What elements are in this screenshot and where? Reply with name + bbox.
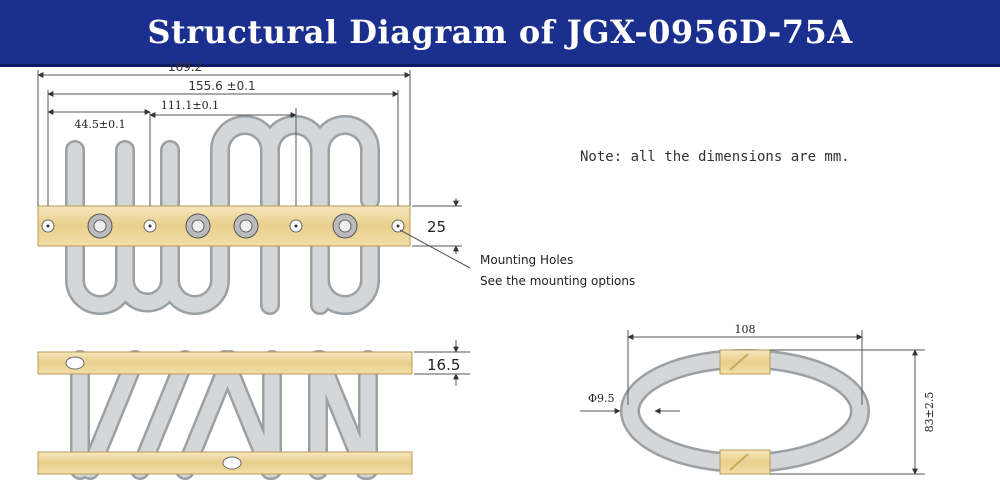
top-mounting-bars	[37, 351, 413, 475]
end-view-clamps	[719, 349, 771, 475]
end-height-label: 83±2.5	[923, 392, 936, 433]
front-mounting-bar	[37, 205, 411, 247]
callout-mounting-holes: Mounting Holes	[480, 253, 573, 267]
top-bar-height-label: 16.5	[427, 356, 460, 374]
mounting-hole-icon	[391, 219, 405, 233]
title-banner: Structural Diagram of JGX-0956D-75A	[0, 0, 1000, 67]
front-view-coil	[65, 115, 380, 315]
mounting-hole-icon	[143, 219, 157, 233]
inner-span-label: 111.1±0.1	[161, 99, 219, 112]
end-width-label: 108	[735, 323, 756, 336]
mounting-hole-icon	[41, 219, 55, 233]
top-dimension-lines	[414, 340, 470, 386]
front-bar-height-label: 25	[427, 218, 446, 236]
mounting-hole-icon	[289, 219, 303, 233]
overall-length-label: 169.2	[168, 60, 202, 74]
bolt-head-icon	[87, 213, 113, 239]
bolt-head-icon	[332, 213, 358, 239]
end-dimension-lines	[580, 330, 925, 475]
wire-diameter-label: Φ9.5	[588, 392, 615, 405]
page-title: Structural Diagram of JGX-0956D-75A	[147, 13, 853, 51]
callout-mounting-options: See the mounting options	[480, 274, 635, 288]
hole-span-label: 155.6 ±0.1	[188, 79, 255, 93]
bolt-head-icon	[233, 213, 259, 239]
dimensions-note: Note: all the dimensions are mm.	[580, 149, 850, 165]
front-dimension-lines	[37, 70, 471, 269]
bolt-head-icon	[185, 213, 211, 239]
pitch-label: 44.5±0.1	[74, 118, 125, 131]
